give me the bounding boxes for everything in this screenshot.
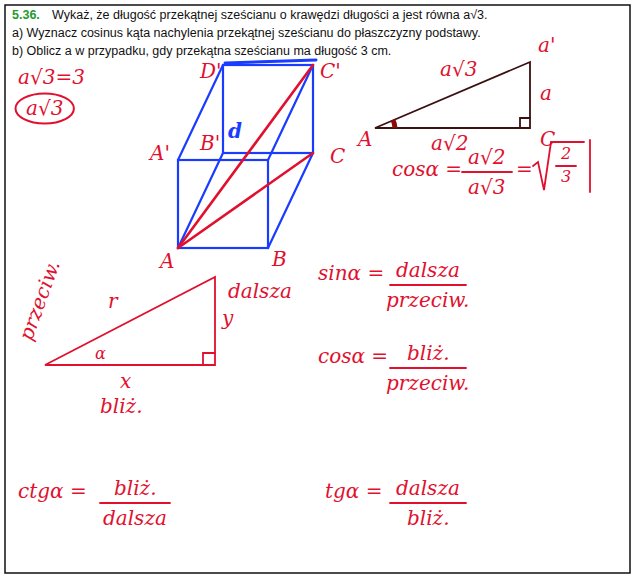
handwritten-note: D' — [200, 60, 222, 83]
handwritten-note: dalsza — [228, 280, 292, 303]
handwritten-note: tgα = — [325, 480, 382, 503]
handwritten-note: bliż. — [407, 507, 450, 530]
handwritten-note: ctgα = — [18, 480, 87, 503]
handwritten-note: przeciw. — [386, 372, 469, 395]
handwritten-note: dalsza — [396, 259, 460, 282]
handwritten-note: bliż. — [407, 342, 450, 365]
task-text: b) Oblicz a w przypadku, gdy przekątna s… — [12, 44, 391, 58]
task-text: 5.36. — [12, 8, 40, 22]
handwritten-note: x — [120, 370, 131, 393]
handwritten-note: bliż. — [100, 395, 143, 418]
task-text: a) Wyznacz cosinus kąta nachylenia przek… — [12, 26, 481, 40]
handwritten-note: a' — [538, 34, 555, 57]
handwritten-note: a√3 — [26, 97, 63, 120]
handwritten-note: dalsza — [396, 477, 460, 500]
handwritten-note: r — [108, 290, 118, 313]
handwritten-note: a√3=3 — [18, 66, 85, 89]
handwritten-note: przeciw. — [386, 289, 469, 312]
handwritten-note: B' — [200, 132, 220, 155]
handwritten-note: A' — [150, 142, 170, 165]
handwritten-note: sinα = — [318, 262, 384, 285]
handwritten-note: cosα = — [392, 158, 462, 181]
handwritten-note: bliż. — [114, 477, 157, 500]
handwritten-note: a — [540, 82, 552, 105]
handwritten-note: 3 — [561, 168, 571, 186]
handwritten-note: A — [160, 250, 174, 273]
handwritten-note: d — [228, 120, 242, 143]
handwritten-note: C — [540, 128, 555, 151]
handwritten-note: 2 — [561, 145, 571, 163]
handwritten-note: dalsza — [103, 507, 167, 530]
handwritten-note: a√3 — [440, 58, 477, 81]
task-text: Wykaż, że długość przekątnej sześcianu o… — [52, 8, 487, 22]
handwritten-note: A — [358, 128, 372, 151]
handwritten-note: a√2 — [431, 132, 468, 155]
handwritten-note: a√2 — [468, 146, 505, 169]
handwritten-note: przeciw. — [15, 257, 65, 343]
handwritten-note: C — [330, 145, 345, 168]
handwritten-note: cosα = — [318, 345, 388, 368]
handwritten-note: a√3 — [468, 176, 505, 199]
handwritten-note: y — [222, 307, 233, 330]
handwritten-note: C' — [320, 60, 341, 83]
handwritten-note: = — [516, 158, 533, 181]
handwritten-note: B — [272, 248, 287, 271]
circled-expression: a√3 — [14, 92, 75, 125]
handwritten-note: α — [95, 345, 106, 363]
